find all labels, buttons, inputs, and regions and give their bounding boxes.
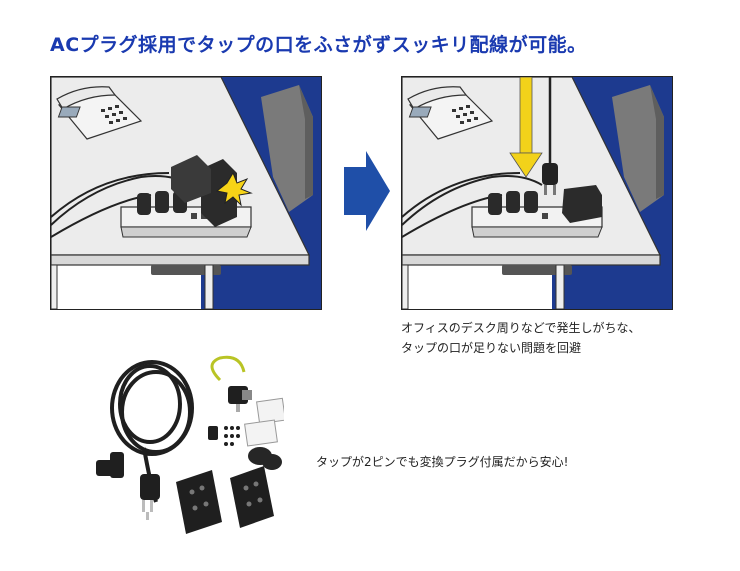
ac-adapter <box>171 155 237 227</box>
ac-plug <box>542 163 558 195</box>
illustration-before <box>50 76 322 310</box>
mounting-bracket-right <box>230 466 274 528</box>
caption-line-2: タップの口が足りない問題を回避 <box>401 341 582 355</box>
right-arrow-icon <box>344 151 390 231</box>
chair <box>261 85 313 212</box>
telephone <box>56 86 143 140</box>
down-arrow-icon <box>509 77 543 178</box>
illustration-after <box>401 76 673 310</box>
plug-head <box>140 474 160 520</box>
rubber-feet <box>248 447 282 470</box>
product-note: タップが2ピンでも変換プラグ付属だから安心! <box>316 455 569 469</box>
mounting-bracket-left <box>176 470 222 534</box>
telephone <box>407 86 494 140</box>
label-cards <box>244 397 284 447</box>
power-cable <box>110 360 194 503</box>
caption: オフィスのデスク周りなどで発生しがちな、 タップの口が足りない問題を回避 <box>401 318 641 358</box>
spark-icon <box>215 171 253 207</box>
screws <box>208 426 240 446</box>
product-photo <box>96 355 284 534</box>
caption-line-1: オフィスのデスク周りなどで発生しがちな、 <box>401 321 641 335</box>
page-headline: ACプラグ採用でタップの口をふさがずスッキリ配線が可能。 <box>50 34 587 56</box>
chair <box>612 85 664 212</box>
ac-adapter <box>562 185 602 223</box>
angled-connector <box>96 452 124 478</box>
conversion-plug <box>210 355 252 412</box>
